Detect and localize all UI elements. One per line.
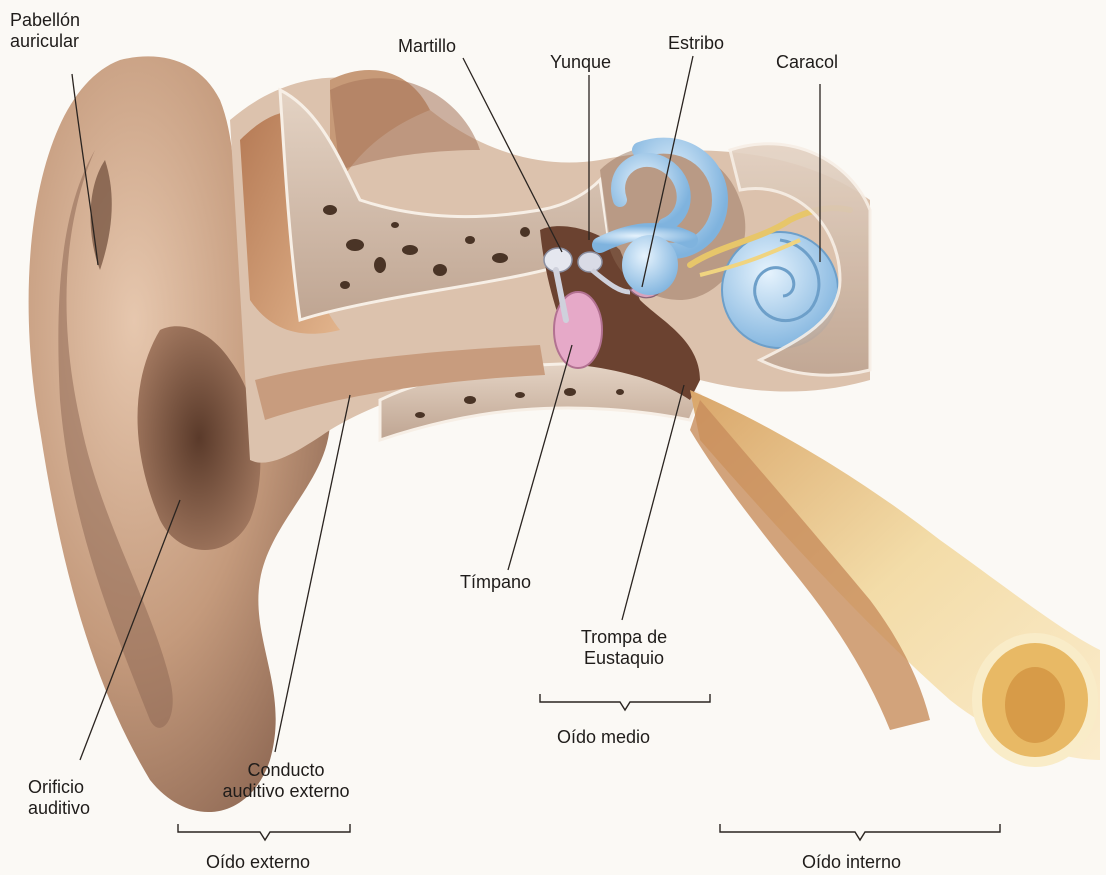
label-pabellon-line2: auricular	[10, 31, 80, 52]
eustachian-tube-shape	[690, 390, 1100, 762]
label-pabellon-auricular: Pabellón auricular	[10, 10, 80, 52]
label-orificio-auditivo: Orificio auditivo	[28, 777, 90, 819]
label-timpano: Tímpano	[460, 572, 531, 593]
label-pabellon-line1: Pabellón	[10, 10, 80, 31]
label-caracol: Caracol	[776, 52, 838, 73]
label-yunque: Yunque	[550, 52, 611, 73]
label-orificio-line2: auditivo	[28, 798, 90, 819]
label-conducto-line1: Conducto	[212, 760, 360, 781]
label-martillo: Martillo	[398, 36, 456, 57]
label-trompa-line1: Trompa de	[560, 627, 688, 648]
label-trompa-eustaquio: Trompa de Eustaquio	[560, 627, 688, 669]
section-oido-externo: Oído externo	[206, 852, 310, 873]
label-conducto-auditivo: Conducto auditivo externo	[212, 760, 360, 802]
label-trompa-line2: Eustaquio	[560, 648, 688, 669]
section-oido-medio: Oído medio	[557, 727, 650, 748]
label-estribo: Estribo	[668, 33, 724, 54]
section-oido-interno: Oído interno	[802, 852, 901, 873]
label-conducto-line2: auditivo externo	[212, 781, 360, 802]
label-orificio-line1: Orificio	[28, 777, 90, 798]
